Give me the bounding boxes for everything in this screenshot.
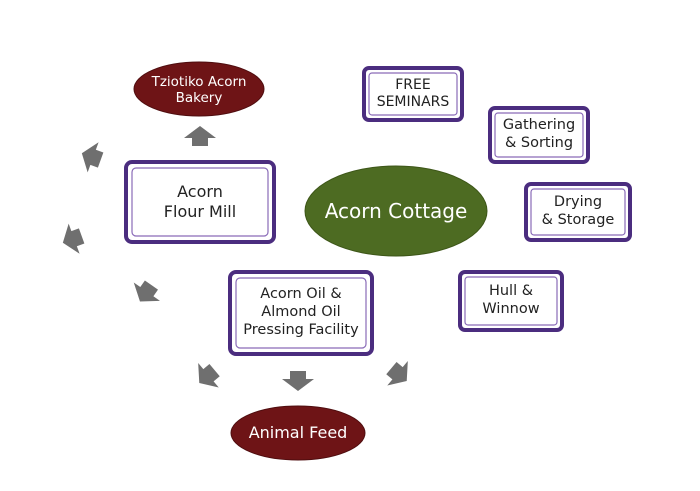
hull-winnow-node[interactable] — [458, 270, 564, 332]
drying-storage-label: Drying & Storage — [541, 194, 615, 228]
block-arrow-icon — [62, 223, 85, 254]
gathering-sorting-node[interactable] — [488, 106, 590, 164]
block-arrow-icon — [81, 142, 104, 173]
oil-pressing-facility-node[interactable] — [228, 270, 374, 356]
bakery-node[interactable] — [133, 61, 265, 117]
free-seminars-label: FREE SEMINARS — [376, 76, 450, 110]
block-arrow-icon — [282, 371, 314, 391]
acorn-flour-mill-label: Acorn Flour Mill — [163, 182, 237, 221]
block-arrow-icon — [133, 280, 160, 302]
acorn-cottage-label: Acorn Cottage — [324, 198, 468, 223]
animal-feed-label: Animal Feed — [248, 423, 348, 443]
block-arrow-icon — [386, 361, 408, 386]
block-arrow-icon — [198, 363, 220, 388]
block-arrow-icon — [184, 126, 216, 146]
bakery-label: Tziotiko Acorn Bakery — [151, 73, 247, 106]
acorn-cottage-node[interactable] — [304, 165, 488, 257]
free-seminars-node[interactable] — [362, 66, 464, 122]
animal-feed-node[interactable] — [230, 405, 366, 461]
gathering-sorting-label: Gathering & Sorting — [502, 117, 576, 151]
drying-storage-node[interactable] — [524, 182, 632, 242]
acorn-flour-mill-node[interactable] — [124, 160, 276, 244]
hull-winnow-label: Hull & Winnow — [482, 283, 540, 317]
oil-pressing-facility-label: Acorn Oil & Almond Oil Pressing Facility — [243, 286, 359, 338]
